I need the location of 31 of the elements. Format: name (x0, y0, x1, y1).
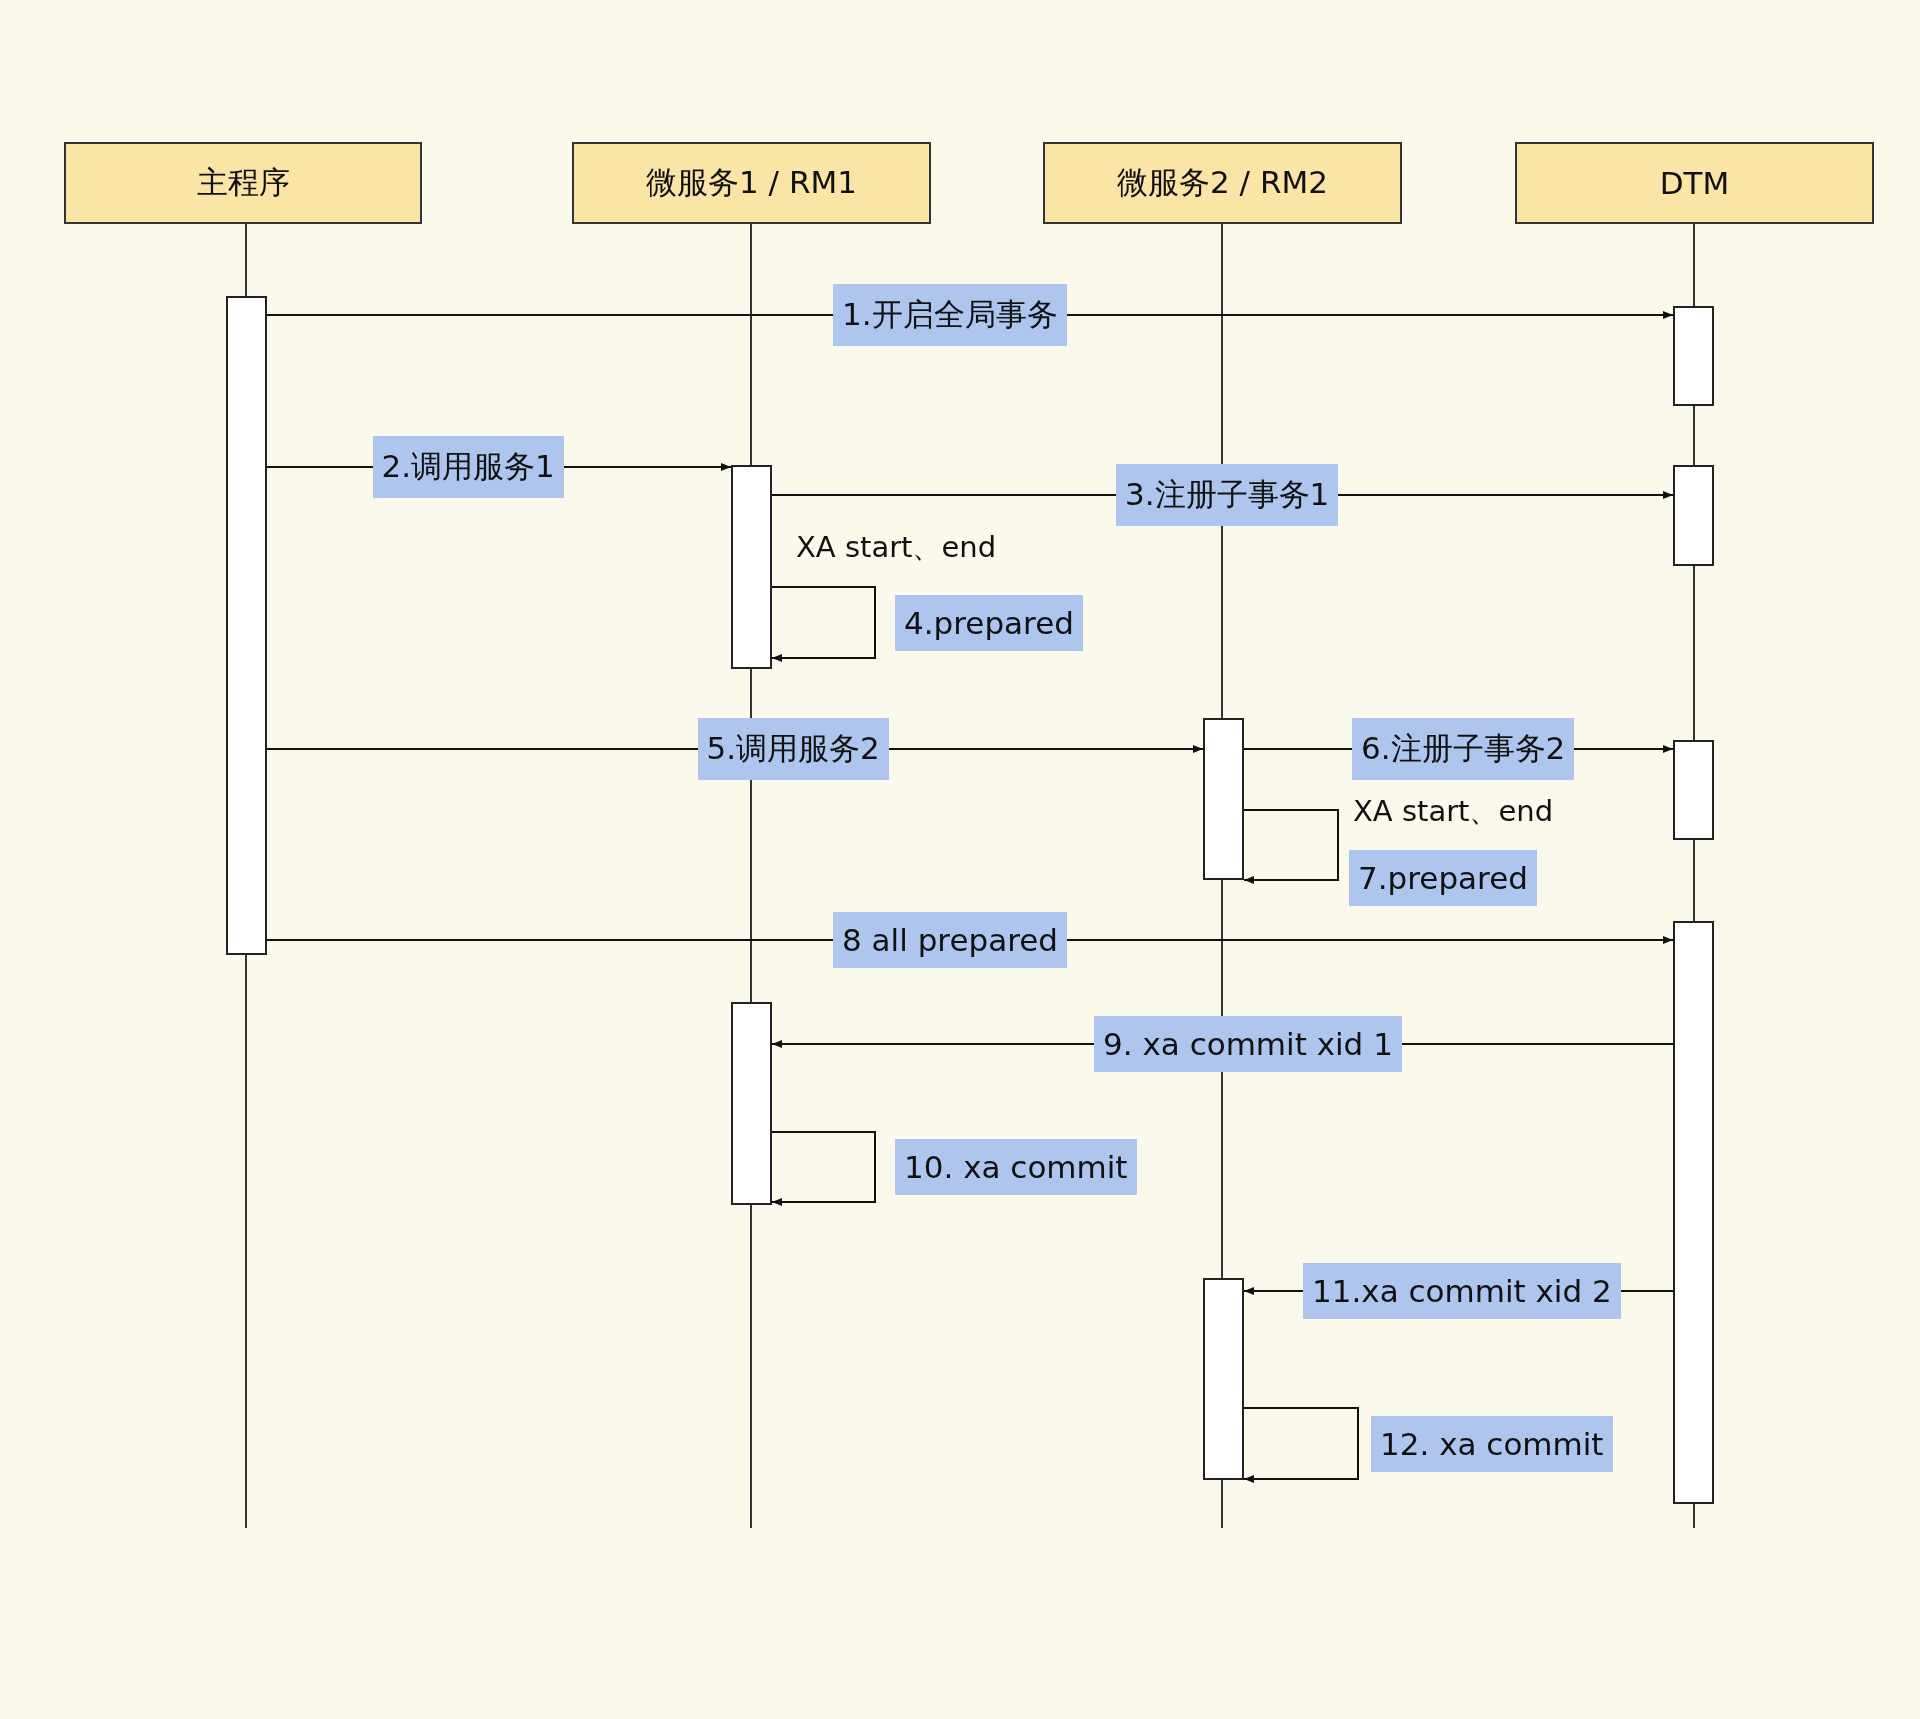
activation-bar (1673, 740, 1714, 840)
edge-label: 3.注册子事务1 (1116, 464, 1339, 526)
note-text: XA start、end (1353, 793, 1554, 830)
edge-label: 2.调用服务1 (372, 436, 564, 498)
edge-label: 8 all prepared (833, 912, 1067, 968)
activation-bar (1673, 465, 1714, 566)
arrow (1243, 809, 1339, 884)
edge-label: 11.xa commit xid 2 (1303, 1263, 1621, 1319)
activation-bar (1673, 921, 1714, 1504)
activation-bar (1673, 306, 1714, 406)
note-text: XA start、end (796, 529, 997, 566)
edge-label: 4.prepared (895, 594, 1083, 651)
participant-box: 主程序 (64, 142, 422, 224)
edge-label: 6.注册子事务2 (1352, 718, 1575, 780)
edge-label: 1.开启全局事务 (833, 284, 1067, 346)
arrow (771, 1131, 876, 1206)
participant-box: 微服务1 / RM1 (572, 142, 931, 224)
activation-bar (731, 1002, 772, 1205)
edge-label: 7.prepared (1349, 850, 1537, 906)
arrow (1243, 1407, 1359, 1483)
arrow (771, 586, 876, 662)
edge-label: 9. xa commit xid 1 (1094, 1016, 1402, 1072)
activation-bar (1203, 718, 1244, 880)
activation-bar (731, 465, 772, 669)
activation-bar (1203, 1278, 1244, 1480)
participant-box: 微服务2 / RM2 (1043, 142, 1402, 224)
activation-bar (226, 296, 267, 955)
edge-label: 10. xa commit (895, 1139, 1137, 1195)
participant-box: DTM (1515, 142, 1874, 224)
edge-label: 5.调用服务2 (697, 718, 889, 780)
edge-label: 12. xa commit (1371, 1415, 1613, 1472)
